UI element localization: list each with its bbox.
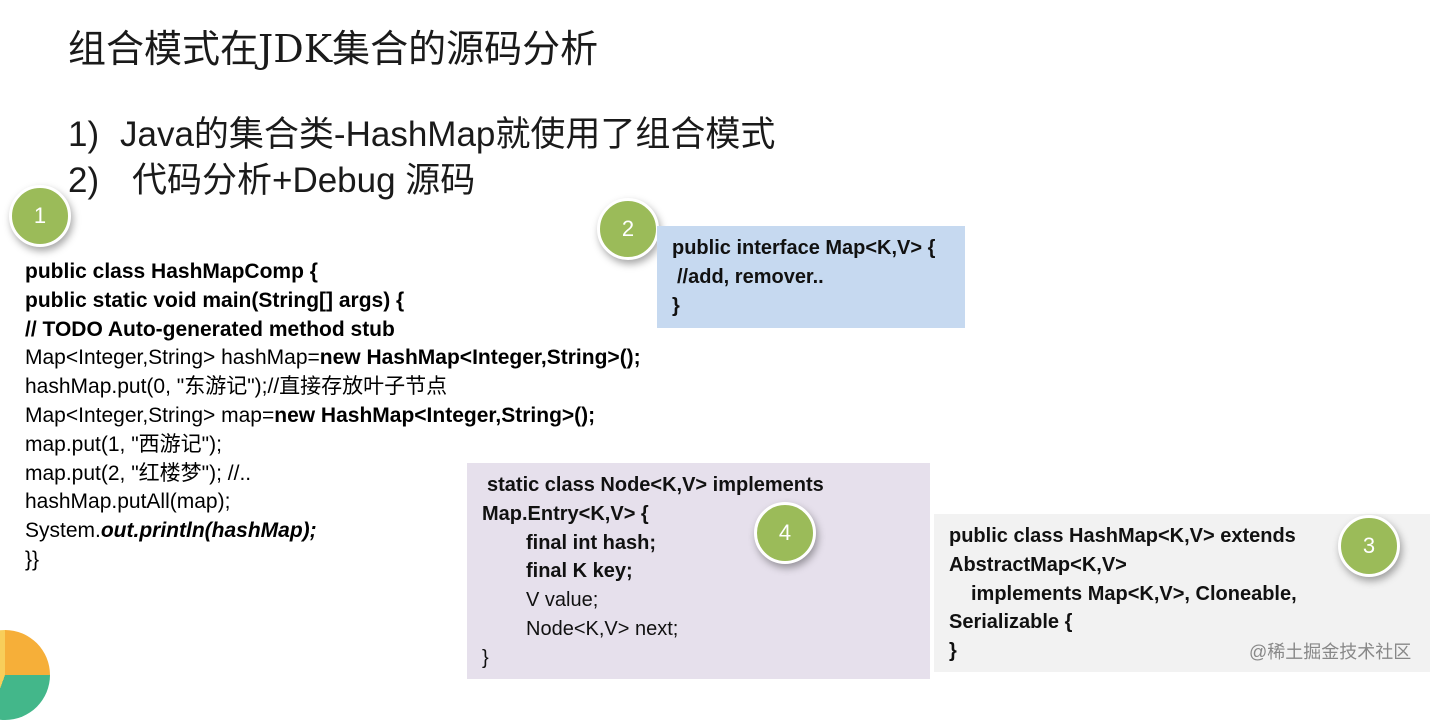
code-text: Map<Integer,String> map= bbox=[25, 403, 275, 427]
code-text: new HashMap<Integer,String>(); bbox=[274, 403, 596, 427]
map-interface-box: public interface Map<K,V> { //add, remov… bbox=[657, 226, 965, 328]
step-badge-4: 4 bbox=[754, 502, 816, 564]
bullet-number: 2) bbox=[68, 161, 100, 200]
bullet-text: Java的集合类-HashMap就使用了组合模式 bbox=[120, 115, 776, 154]
code-line: final int hash; bbox=[526, 531, 656, 554]
node-class-box: static class Node<K,V> implements Map.En… bbox=[467, 463, 930, 679]
main-code-block: public class HashMapComp { public static… bbox=[25, 258, 641, 575]
code-text: out.println(hashMap); bbox=[100, 519, 317, 543]
code-line: public class HashMap<K,V> extends bbox=[949, 525, 1296, 547]
code-line: implements Map<K,V>, Cloneable, bbox=[971, 582, 1297, 605]
bullet-text: 代码分析+Debug 源码 bbox=[132, 161, 476, 200]
hashmap-class-box: public class HashMap<K,V> extends Abstra… bbox=[934, 514, 1430, 672]
code-line: Map<Integer,String> hashMap=new HashMap<… bbox=[25, 344, 641, 373]
code-line: public static void main(String[] args) { bbox=[25, 288, 405, 312]
code-line: }} bbox=[25, 547, 40, 571]
code-line: // TODO Auto-generated method stub bbox=[25, 317, 395, 341]
bullet-point-2: 2) 代码分析+Debug 源码 bbox=[68, 152, 475, 203]
bullet-number: 1) bbox=[68, 115, 100, 154]
code-line: hashMap.putAll(map); bbox=[25, 490, 231, 514]
code-line: final K key; bbox=[526, 560, 633, 583]
slide-title: 组合模式在JDK集合的源码分析 bbox=[68, 27, 599, 71]
code-line: hashMap.put(0, "东游记");//直接存放叶子节点 bbox=[25, 375, 448, 399]
code-line: } bbox=[672, 294, 680, 317]
code-line: Serializable { bbox=[949, 611, 1073, 634]
code-line: V value; bbox=[526, 589, 599, 612]
code-line: public interface Map<K,V> { bbox=[672, 237, 936, 259]
code-line: map.put(1, "西游记"); bbox=[25, 432, 222, 456]
step-badge-1: 1 bbox=[9, 185, 71, 247]
code-line: Node<K,V> next; bbox=[526, 617, 679, 640]
watermark: @稀土掘金技术社区 bbox=[1249, 642, 1412, 662]
decorative-corner-graphic bbox=[0, 630, 50, 720]
code-line: } bbox=[482, 646, 489, 669]
code-line: Map.Entry<K,V> { bbox=[482, 502, 649, 525]
code-line: AbstractMap<K,V> bbox=[949, 553, 1127, 576]
code-line: //add, remover.. bbox=[677, 265, 824, 288]
code-line: System.out.println(hashMap); bbox=[25, 517, 641, 546]
bullet-point-1: 1) Java的集合类-HashMap就使用了组合模式 bbox=[68, 106, 775, 157]
code-line: Map<Integer,String> map=new HashMap<Inte… bbox=[25, 402, 641, 431]
code-text: Map<Integer,String> hashMap= bbox=[25, 346, 320, 370]
step-badge-2: 2 bbox=[597, 198, 659, 260]
step-badge-3: 3 bbox=[1338, 515, 1400, 577]
code-line: public class HashMapComp { bbox=[25, 260, 318, 283]
code-line: } bbox=[949, 640, 957, 663]
code-line: static class Node<K,V> implements bbox=[487, 474, 824, 496]
code-line: map.put(2, "红楼梦"); //.. bbox=[25, 461, 252, 485]
code-text: new HashMap<Integer,String>(); bbox=[319, 346, 641, 370]
code-text: System. bbox=[25, 519, 101, 543]
